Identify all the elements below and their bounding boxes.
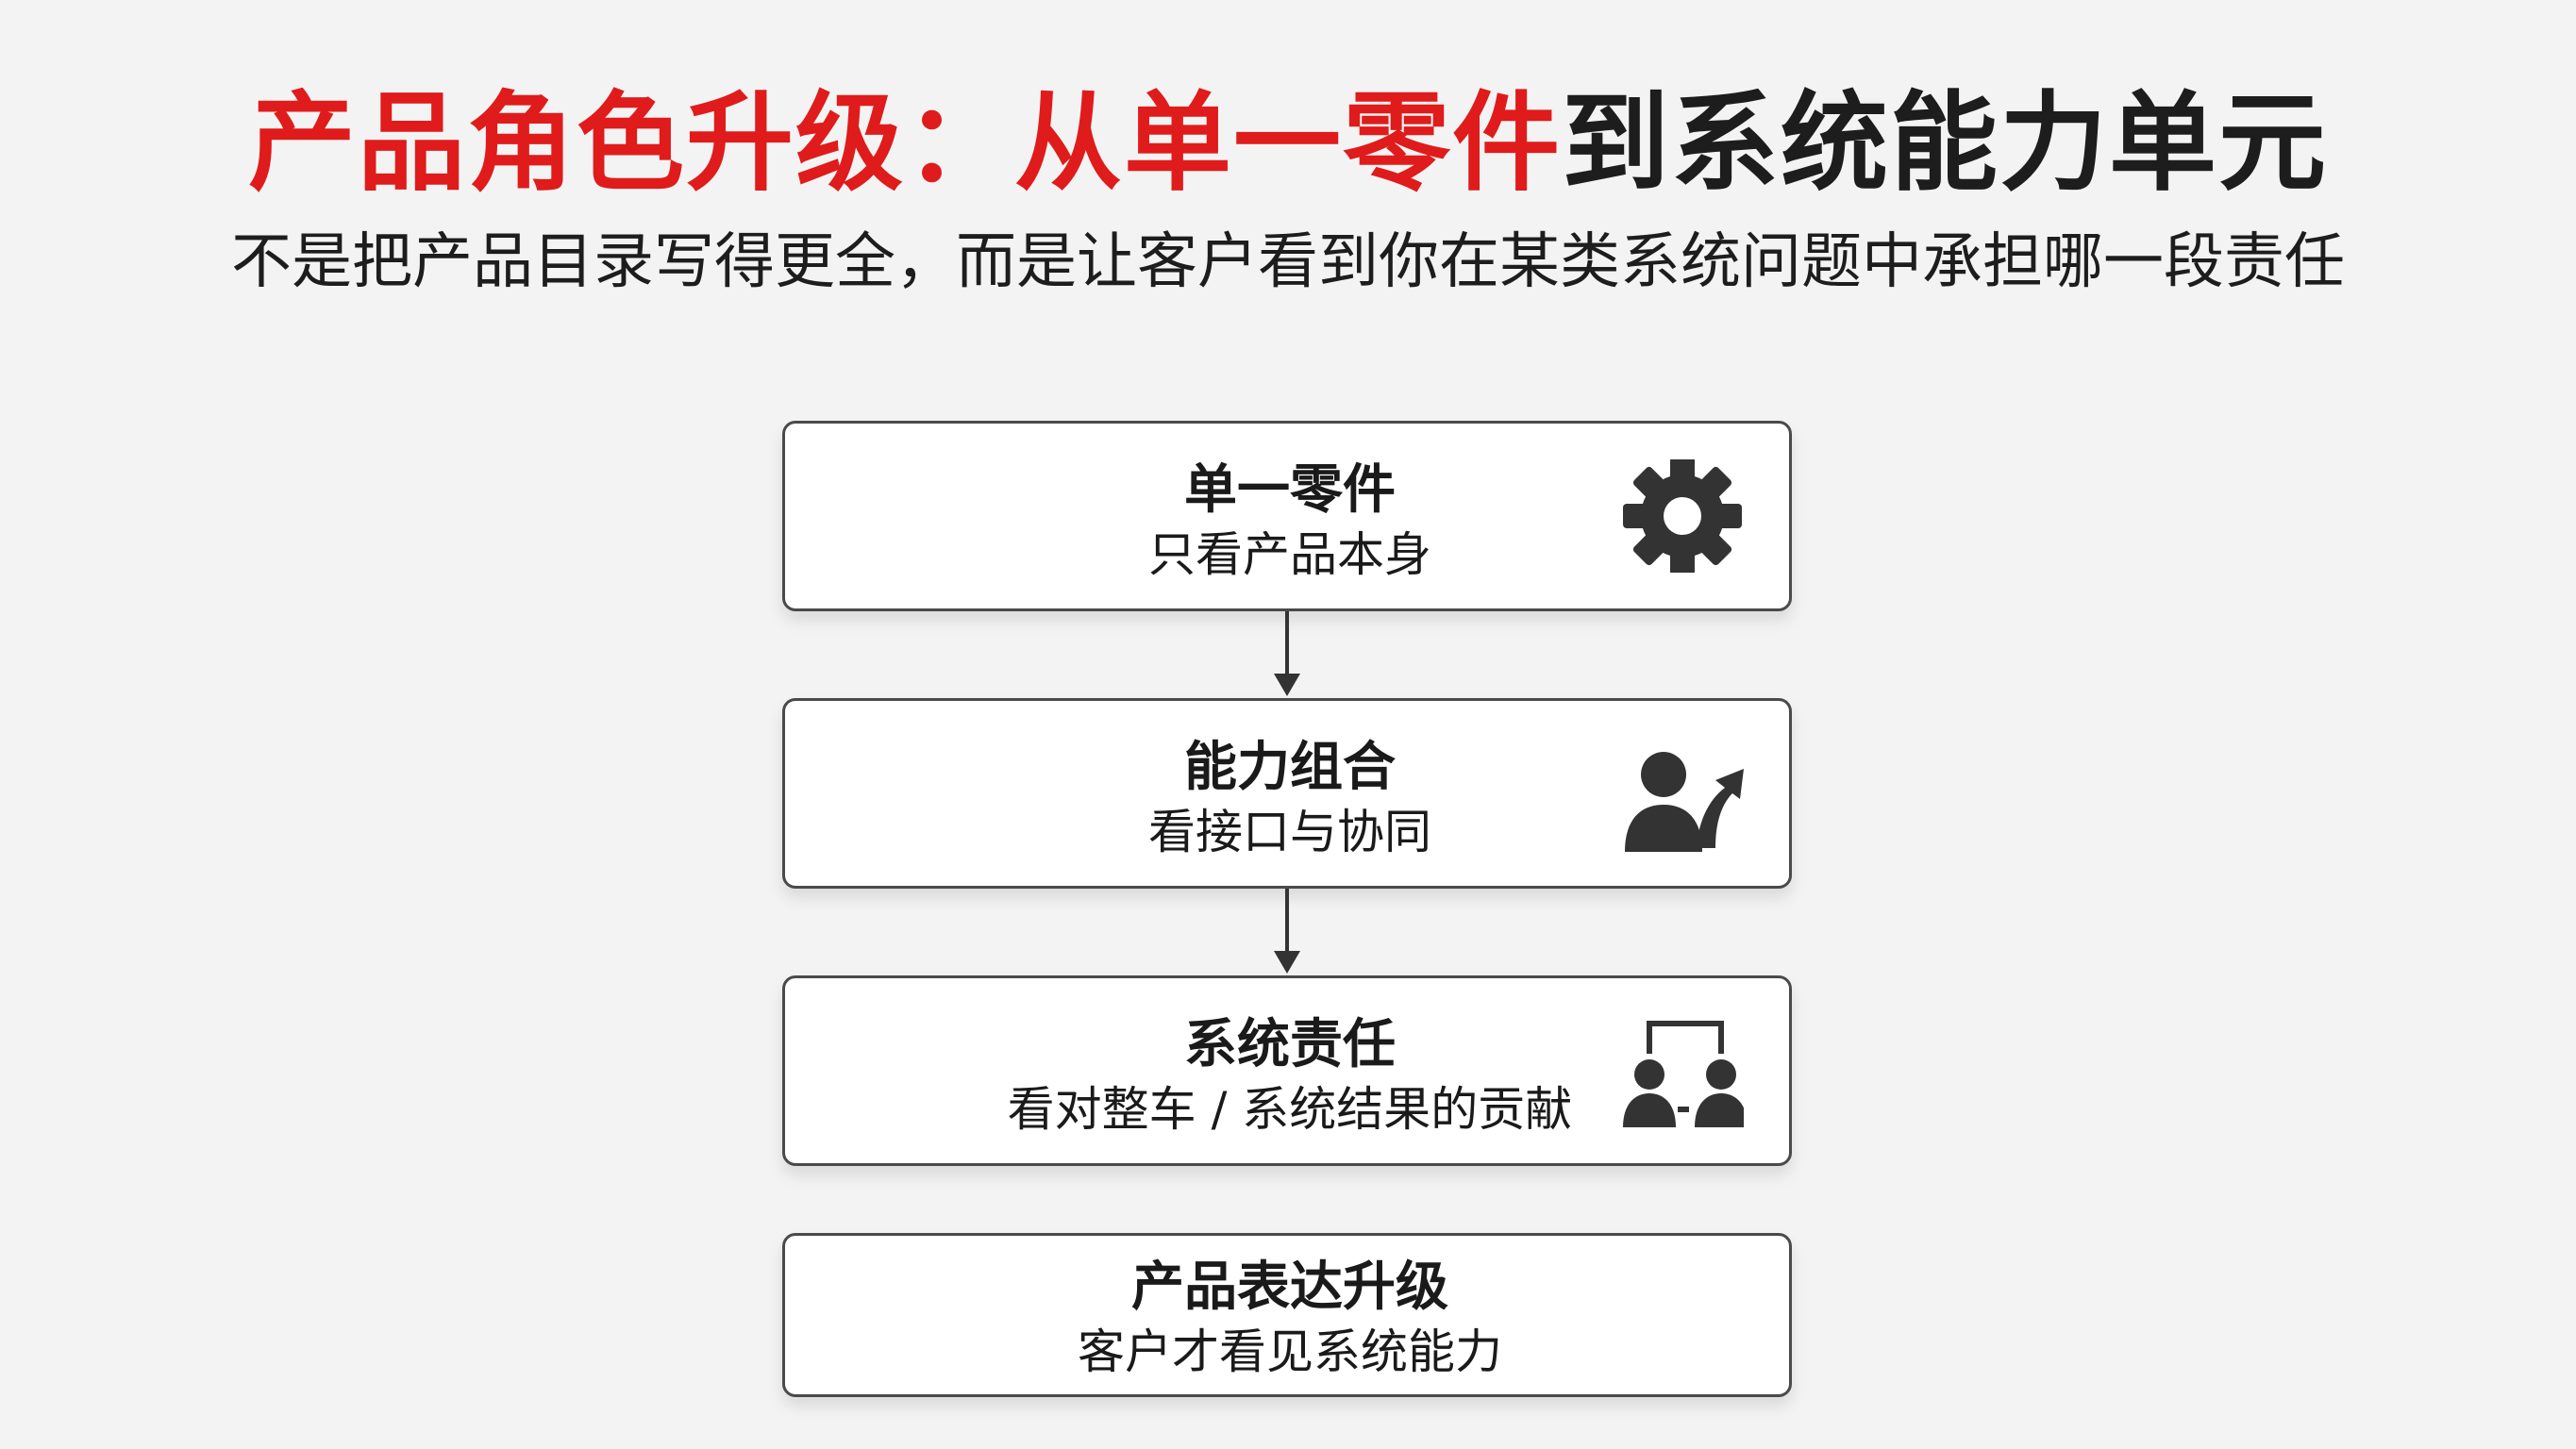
flow-step-expression-upgrade: 产品表达升级 客户才看见系统能力 [782,1233,1792,1397]
step-title: 系统责任 [1184,1014,1396,1075]
step-description: 看对整车 / 系统结果的贡献 [1007,1082,1573,1137]
step-description: 客户才看见系统能力 [1078,1324,1502,1379]
people-link-icon [1621,1016,1744,1129]
person-arrow-up-icon [1621,739,1744,852]
step-title: 能力组合 [1184,737,1396,798]
title-rest: 到系统能力单元 [1562,80,2329,206]
step-description: 看接口与协同 [1148,805,1431,859]
step-title: 产品表达升级 [1131,1257,1448,1318]
title-highlight: 产品角色升级：从单一零件 [247,80,1562,206]
gear-icon [1621,459,1744,573]
step-title: 单一零件 [1184,459,1396,521]
step-description: 只看产品本身 [1148,527,1431,582]
page-subtitle: 不是把产品目录写得更全，而是让客户看到你在某类系统问题中承担哪一段责任 [231,227,2345,297]
flow-step-capability-combo: 能力组合 看接口与协同 [782,698,1792,889]
flow-step-system-responsibility: 系统责任 看对整车 / 系统结果的贡献 [782,975,1792,1166]
flow-step-single-part: 单一零件 只看产品本身 [782,421,1792,611]
flow-arrow-2 [1261,889,1313,975]
flow-arrow-1 [1261,611,1313,698]
page-title: 产品角色升级：从单一零件到系统能力单元 [0,77,2576,209]
